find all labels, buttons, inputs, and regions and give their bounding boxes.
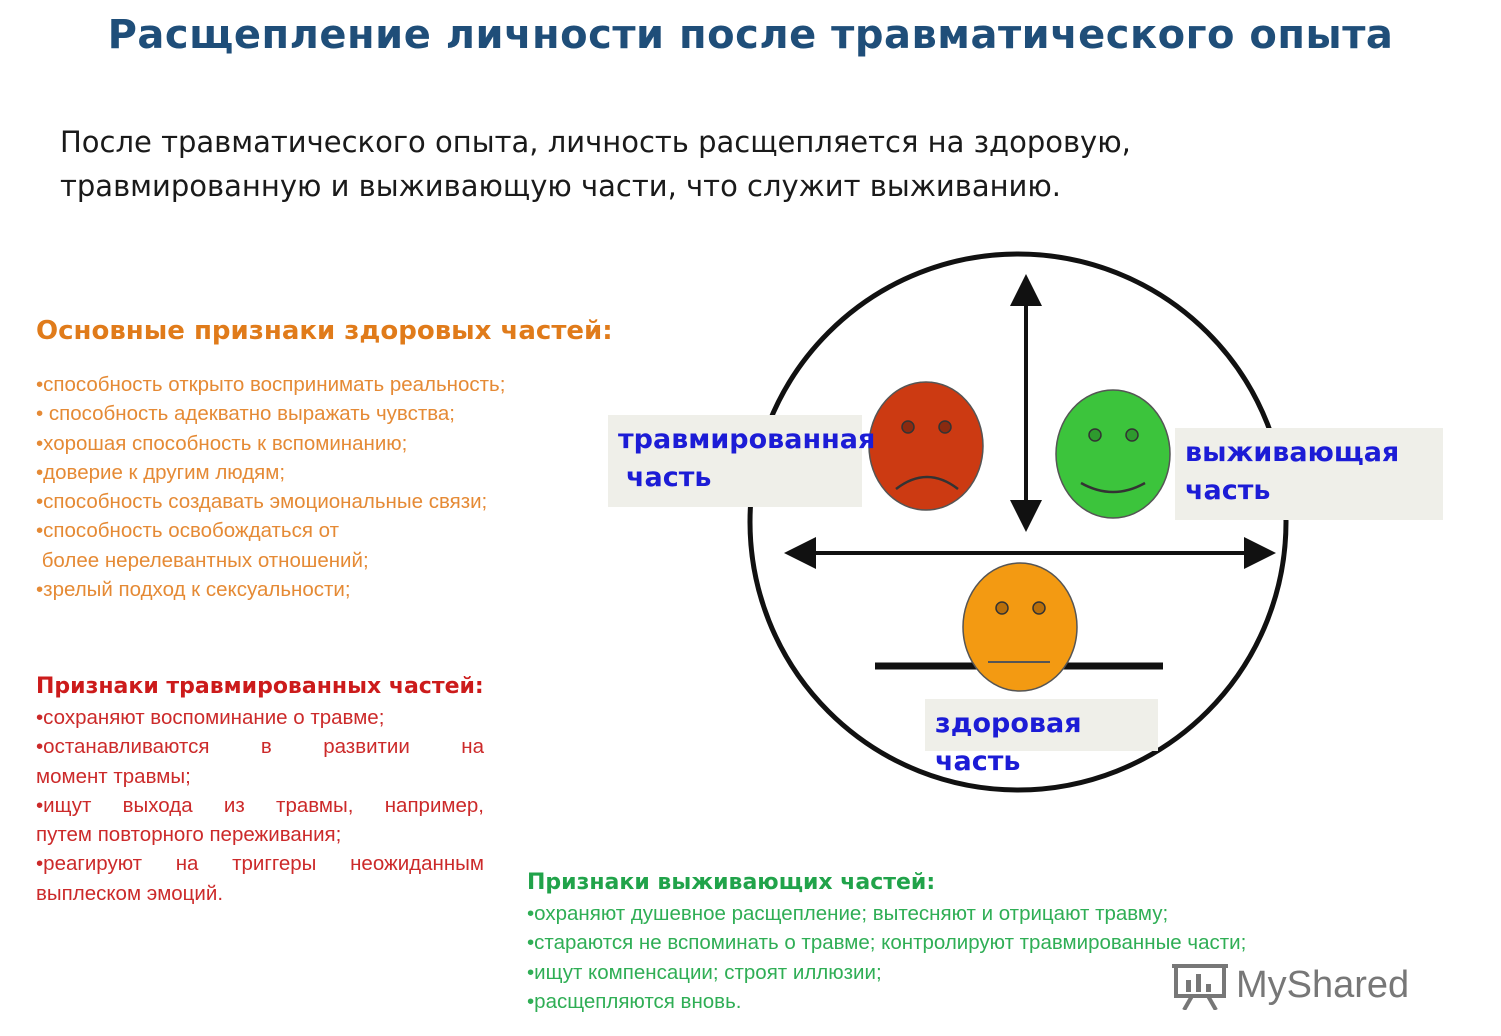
list-item: •ищут компенсации; строят иллюзии; [527, 960, 882, 984]
healthy-part-label: здоровая часть [925, 699, 1158, 777]
healthy-parts-list: •способность открыто воспринимать реальн… [36, 370, 505, 604]
list-item: •реагируют на триггеры неожиданным [36, 852, 484, 876]
list-item: более нерелевантных отношений; [36, 548, 369, 572]
list-item: выплеском эмоций. [36, 881, 224, 905]
neutral-face-icon [962, 562, 1078, 692]
list-item: • способность адекватно выражать чувства… [36, 402, 455, 426]
list-item: •хорошая способность к вспоминанию; [36, 431, 408, 455]
label-line: часть [626, 462, 712, 493]
surviving-part-label: выживающая часть [1175, 428, 1443, 520]
watermark: MyShared [1172, 960, 1409, 1010]
outer-circle [747, 251, 1289, 793]
label-line: выживающая [1185, 437, 1400, 468]
intro-line-2: травмированную и выживающую части, что с… [60, 169, 1062, 203]
list-item: путем повторного переживания; [36, 823, 342, 847]
healthy-parts-heading: Основные признаки здоровых частей: [36, 316, 613, 346]
list-item: •охраняют душевное расщепление; вытесняю… [527, 902, 1169, 925]
list-item: •стараются не вспоминать о травме; контр… [527, 931, 1247, 955]
smiling-face-icon [1055, 389, 1171, 519]
traumatized-parts-heading: Признаки травмированных частей: [36, 674, 484, 699]
list-item: •сохраняют воспоминание о травме; [36, 706, 385, 729]
list-item: •доверие к другим людям; [36, 460, 286, 484]
traumatized-parts-list: •сохраняют воспоминание о травме; •остан… [36, 703, 484, 908]
surviving-parts-list: •охраняют душевное расщепление; вытесняю… [527, 899, 1246, 1016]
page-title: Расщепление личности после травматическо… [107, 12, 1394, 58]
watermark-text: MyShared [1236, 963, 1410, 1006]
presentation-board-icon [1172, 964, 1228, 1010]
list-item: •ищут выхода из травмы, например, [36, 793, 484, 817]
traumatized-part-label: травмированная часть [608, 415, 876, 507]
list-item: •способность освобождаться от [36, 519, 339, 543]
surviving-parts-heading: Признаки выживающих частей: [527, 870, 936, 895]
sad-face-icon [868, 381, 984, 511]
list-item: момент травмы; [36, 764, 191, 788]
intro-text: После травматического опыта, личность ра… [60, 120, 1260, 208]
list-item: •расщепляются вновь. [527, 989, 742, 1013]
list-item: •зрелый подход к сексуальности; [36, 578, 351, 602]
list-item: •останавливаются в развитии на [36, 735, 484, 759]
intro-line-1: После травматического опыта, личность ра… [60, 125, 1131, 159]
list-item: •способность открыто воспринимать реальн… [36, 373, 506, 396]
label-line: травмированная [618, 424, 876, 455]
label-line: часть [1185, 475, 1271, 506]
list-item: •способность создавать эмоциональные свя… [36, 490, 488, 514]
